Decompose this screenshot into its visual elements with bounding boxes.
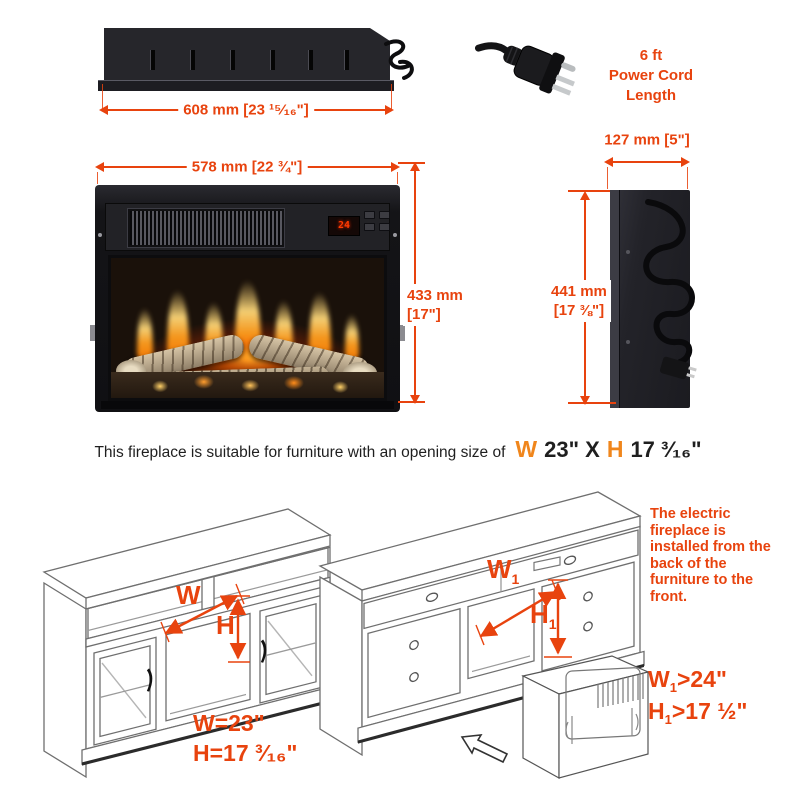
fireplace-top-flange [98, 80, 394, 91]
left-opening-height-label: H [216, 610, 235, 640]
ember-bed [111, 372, 384, 398]
screw [98, 233, 102, 237]
left-width-value: W=23" [193, 710, 265, 736]
firebox [108, 255, 387, 401]
statement-w-letter: W [515, 436, 538, 462]
w1-letter: W [487, 554, 512, 584]
flame [309, 292, 331, 362]
left-opening-arrows [160, 583, 250, 663]
statement-w-value: 23" X [544, 437, 600, 462]
mounting-tab [400, 325, 405, 341]
install-note: The electric fireplace is installed from… [650, 506, 771, 605]
left-height-value: H=17 ³⁄₁₆" [193, 740, 298, 766]
dimension-tick [568, 190, 610, 192]
h1-req-subscript: 1 [664, 712, 672, 727]
power-plug-icon [474, 42, 576, 96]
led-display: 24 [328, 216, 360, 236]
power-cord-icon [643, 199, 697, 380]
w1-subscript: 1 [511, 571, 520, 587]
front-height-dimension: 433 mm [17"] [403, 284, 467, 326]
left-opening-width-label: W [176, 580, 201, 610]
install-direction-arrow [460, 734, 509, 764]
front-height-in: [17"] [407, 306, 441, 323]
control-button[interactable] [364, 223, 375, 231]
top-width-dimension: 608 mm [23 ¹⁵⁄₁₆"] [178, 100, 314, 120]
extension-line [397, 172, 398, 184]
front-width-dimension: 578 mm [22 ¾"] [186, 157, 308, 177]
vent-grille [128, 209, 284, 247]
control-buttons [364, 211, 390, 231]
right-opening-width-label: W1 [487, 556, 519, 592]
cord-squiggle-icon [384, 39, 414, 80]
mounting-tab [90, 325, 95, 341]
fireplace-top-view [104, 28, 390, 82]
furniture-diagrams [42, 491, 650, 780]
fireplace-insert-drawing [521, 556, 650, 780]
statement-h-value: 17 ³⁄₁₆" [630, 437, 702, 462]
h1-req-letter: H [648, 698, 665, 724]
extension-line [102, 84, 103, 110]
flame [345, 314, 359, 362]
vent-slot [190, 50, 195, 70]
power-cord-label: 6 ft Power Cord Length [586, 46, 716, 106]
fireplace-side-view [610, 190, 690, 408]
h1-letter: H [530, 599, 549, 629]
h1-req-value: >17 ½" [671, 698, 748, 724]
right-opening-height-label: H1 [530, 601, 557, 637]
side-front-edge [610, 190, 620, 408]
control-button[interactable] [364, 211, 375, 219]
vent-slot [270, 50, 275, 70]
side-depth-dimension: 127 mm [5"] [599, 130, 695, 150]
extension-line [97, 172, 98, 184]
min-width-requirement: W1>24" [648, 666, 727, 701]
w1-req-letter: W [648, 666, 670, 692]
side-height-dimension: 441 mm [17 ⅜"] [547, 280, 611, 322]
side-height-in: [17 ⅜"] [553, 302, 605, 319]
power-cord-length-value: 6 ft [639, 47, 663, 64]
screw [393, 233, 397, 237]
statement-prefix: This fireplace is suitable for furniture… [94, 444, 506, 461]
screw [626, 340, 630, 344]
opening-size-statement: This fireplace is suitable for furniture… [0, 436, 800, 463]
side-height-mm: 441 mm [551, 283, 607, 300]
min-height-requirement: H1>17 ½" [648, 698, 747, 733]
side-depth-dimension-line [604, 157, 690, 167]
right-opening-arrows [475, 579, 572, 658]
vent-slot [344, 50, 349, 70]
fireplace-front-view: 24 [90, 185, 405, 412]
w1-req-value: >24" [676, 666, 727, 692]
h1-subscript: 1 [548, 616, 557, 632]
control-panel: 24 [105, 203, 390, 251]
vent-slot [150, 50, 155, 70]
power-cord-length-text: Power Cord Length [608, 67, 694, 104]
control-button[interactable] [379, 211, 390, 219]
control-button[interactable] [379, 223, 390, 231]
flame [137, 308, 153, 362]
extension-line [687, 167, 688, 189]
fireplace-base [101, 401, 394, 409]
vent-slot [230, 50, 235, 70]
statement-h-letter: H [606, 436, 624, 462]
dimension-tick [568, 402, 616, 404]
flame [167, 290, 189, 362]
front-height-dimension-line [410, 162, 420, 404]
front-height-mm: 433 mm [407, 287, 463, 304]
vent-slot [308, 50, 313, 70]
extension-line [607, 167, 608, 189]
left-tv-stand-drawing [42, 508, 335, 779]
w1-req-subscript: 1 [669, 680, 677, 695]
extension-line [391, 84, 392, 110]
screw [626, 250, 630, 254]
